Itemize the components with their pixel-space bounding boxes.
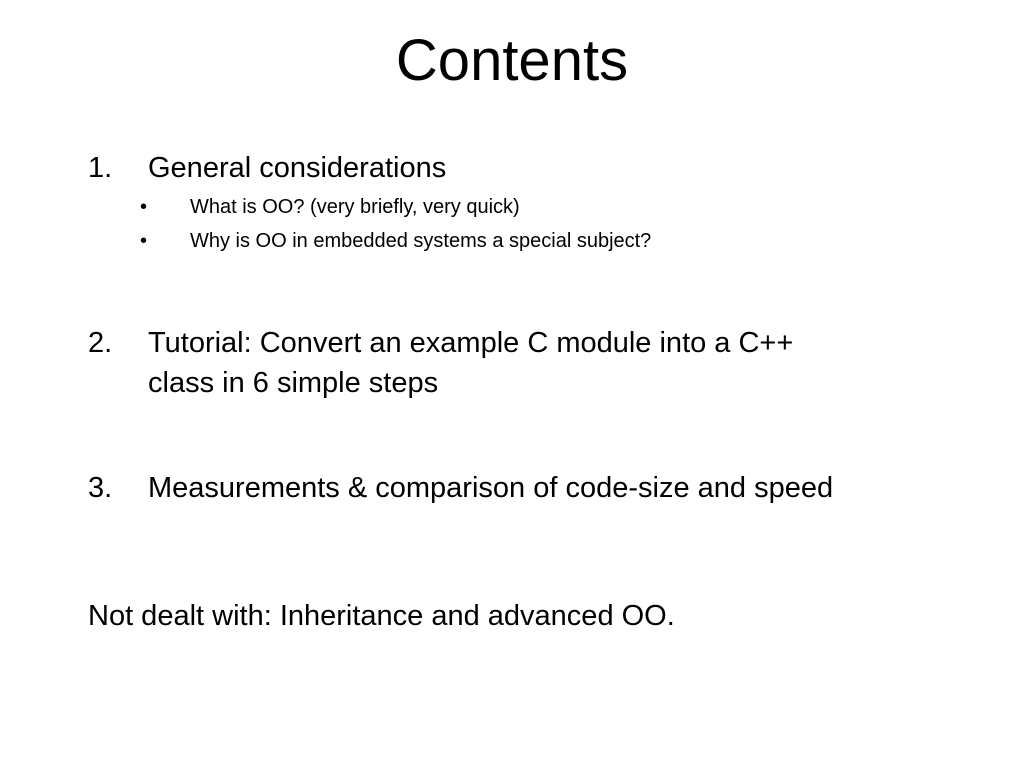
bullet-icon: • (140, 230, 148, 252)
bullet-icon: • (140, 196, 148, 218)
subitem-text-1: What is OO? (very briefly, very quick) (190, 196, 520, 218)
item-text-3: Measurements & comparison of code-size a… (148, 472, 834, 504)
subitem-text-2: Why is OO in embedded systems a special … (190, 230, 652, 252)
slide-title: Contents (395, 28, 629, 93)
item-text-2: Tutorial: Convert an example C module in… (148, 327, 794, 399)
item-number-2: 2. (88, 327, 113, 359)
item-text-1: General considerations (148, 152, 447, 184)
item-number-1: 1. (88, 152, 113, 184)
item-number-3: 3. (88, 472, 113, 504)
slide-note: Not dealt with: Inheritance and advanced… (88, 600, 675, 632)
